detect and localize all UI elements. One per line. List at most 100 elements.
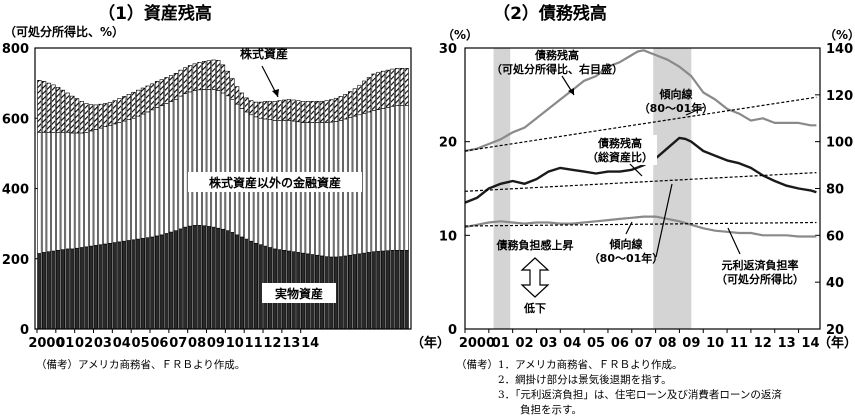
- chart1-bar-segment: [206, 226, 212, 330]
- chart1-bar-segment: [169, 101, 174, 233]
- chart2-x-tick-label: 02: [516, 336, 534, 351]
- chart2-note-prefix: （備考）: [456, 358, 498, 371]
- chart1-bar-segment: [51, 132, 56, 252]
- chart1-bar-segment: [126, 240, 131, 330]
- chart1-bar-segment: [98, 103, 103, 129]
- chart2-right-tick-label: 60: [826, 229, 844, 244]
- chart1-bar-segment: [154, 235, 160, 330]
- chart2-annotation-burden: 債務負担感上昇 低下: [496, 238, 574, 315]
- chart1-bar-segment: [183, 226, 188, 330]
- chart1-bar-segment: [37, 253, 42, 330]
- chart1-bar-segment: [51, 250, 56, 330]
- chart2-x-tick-label: 08: [658, 336, 676, 351]
- chart1-bar-segment: [159, 79, 164, 106]
- chart1-unit-label: （可処分所得比、%）: [4, 24, 124, 39]
- chart1-bar-segment: [357, 253, 362, 330]
- chart1-bar-segment: [70, 248, 75, 330]
- chart1-bar-segment: [46, 82, 51, 133]
- chart1-bar-segment: [173, 98, 179, 231]
- chart1-bar-segment: [131, 117, 136, 241]
- chart1-bars: [37, 59, 409, 330]
- chart1-bar-segment: [206, 89, 212, 227]
- chart2-left-tick-label: 20: [439, 136, 457, 151]
- chart1-bar-segment: [145, 85, 150, 113]
- chart1-bar-segment: [267, 101, 273, 120]
- chart1-bar-segment: [150, 236, 155, 330]
- chart1-bar-segment: [319, 101, 325, 123]
- chart1-bar-segment: [333, 97, 339, 122]
- chart1-bar-segment: [89, 104, 94, 132]
- chart1-bar-segment: [310, 101, 315, 123]
- chart2-note-3: 3．「元利返済負担」は、住宅ローン及び消費者ローンの返済: [498, 388, 782, 401]
- chart1-x-tick-label: 04: [113, 336, 131, 351]
- chart1-bar-segment: [103, 126, 108, 245]
- chart1-bar-segment: [41, 81, 47, 133]
- chart1-label-stock: 株式資産: [240, 46, 288, 98]
- chart1-bar-segment: [150, 109, 155, 238]
- chart1-note: （備考）アメリカ商務省、ＦＲＢより作成。: [36, 358, 245, 371]
- chart2-right-axis-label: （%）: [824, 27, 855, 42]
- chart1-bar-segment: [390, 250, 395, 330]
- svg-text:傾向線: 傾向線: [659, 87, 693, 101]
- chart1-bar-segment: [178, 228, 183, 330]
- chart2-note-2: 2．網掛け部分は景気後退期を指す。: [498, 373, 672, 386]
- chart1-bar-segment: [399, 105, 405, 251]
- chart1-bar-segment: [362, 113, 367, 254]
- chart1-bar-segment: [258, 244, 263, 330]
- chart1-x-tick-label: 03: [94, 336, 112, 351]
- chart1-bar-segment: [159, 105, 164, 236]
- chart2-x-tick-label: 10: [706, 336, 724, 351]
- chart1-x-tick-label: 10: [226, 336, 244, 351]
- chart2-x-tick-label: 01: [492, 336, 510, 351]
- chart1-bar-segment: [117, 98, 122, 123]
- chart1-bar-segment: [65, 92, 70, 133]
- chart1-bar-segment: [140, 87, 146, 115]
- chart2-x-tick-label: 04: [563, 336, 581, 351]
- chart2-left-tick-label: 0: [448, 323, 457, 338]
- chart1-bar-segment: [286, 98, 292, 121]
- chart1-bar-segment: [192, 225, 197, 330]
- chart2-x-tick-label: 07: [635, 336, 653, 351]
- chart1-bar-segment: [136, 89, 141, 117]
- chart2-series-line: [464, 49, 817, 153]
- chart1-y-tick-label: 800: [2, 42, 29, 57]
- chart1-bar-segment: [347, 254, 353, 330]
- chart1-bar-segment: [202, 225, 207, 330]
- chart1-bar-segment: [136, 115, 141, 240]
- chart1-bar-segment: [74, 98, 80, 134]
- chart1-label-real: 実物資産: [275, 286, 323, 301]
- chart1-bar-segment: [169, 75, 174, 102]
- chart1-bar-segment: [253, 243, 259, 330]
- svg-text:株式資産: 株式資産: [240, 46, 288, 61]
- chart1-bar-segment: [65, 132, 70, 250]
- chart2-plot-frame: [464, 47, 821, 330]
- chart1-bar-segment: [56, 250, 61, 330]
- chart2-trend-line: [464, 172, 817, 192]
- chart1-bar-segment: [225, 70, 230, 97]
- chart1-bar-segment: [178, 69, 183, 97]
- chart1-bar-segment: [107, 102, 113, 126]
- svg-text:（可処分所得比）: （可処分所得比）: [716, 272, 804, 286]
- chart1-bar-segment: [197, 89, 202, 226]
- chart1-bar-segment: [159, 234, 164, 330]
- chart2-left-axis-label: （%）: [442, 27, 478, 42]
- chart1-bar-segment: [197, 62, 202, 91]
- chart1-bar-segment: [216, 227, 221, 330]
- chart1-bar-segment: [46, 132, 51, 253]
- chart1-bar-segment: [347, 91, 353, 118]
- svg-text:（可処分所得比、右目盛）: （可処分所得比、右目盛）: [491, 62, 623, 76]
- chart1-bar-segment: [60, 89, 66, 133]
- chart1-bar-segment: [230, 99, 235, 233]
- chart1-bar-segment: [93, 245, 98, 330]
- chart2-left-tick-label: 10: [439, 229, 457, 244]
- chart1-bar-segment: [277, 100, 282, 121]
- chart1-bar-segment: [154, 107, 160, 237]
- chart1-bar-segment: [192, 63, 197, 91]
- chart1-bar-segment: [164, 233, 169, 330]
- chart1-bar-segment: [192, 90, 197, 226]
- chart1-x-tick-label: 02: [75, 336, 93, 351]
- chart2-x-tick-label: 12: [754, 336, 772, 351]
- chart2-right-tick-label: 140: [826, 42, 853, 57]
